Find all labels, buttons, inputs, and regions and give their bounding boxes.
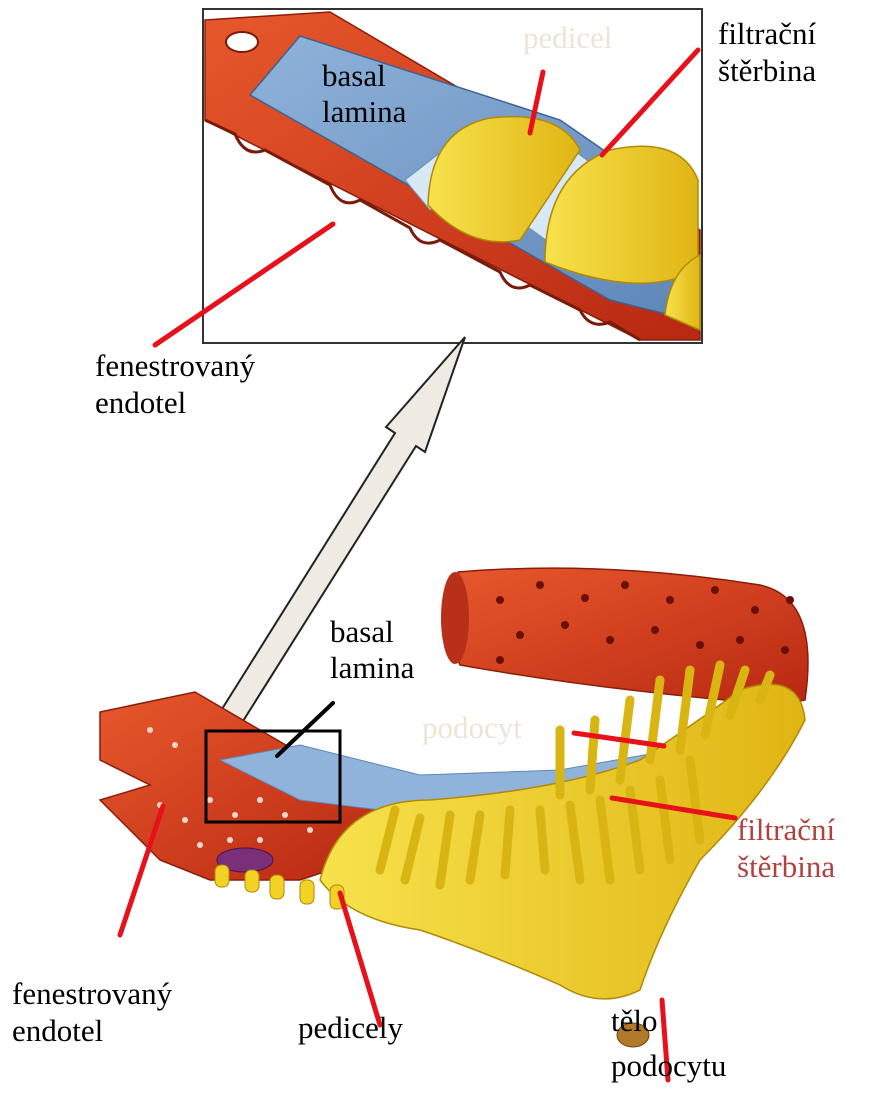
overview-podocytu-text: podocytu: [611, 1050, 726, 1081]
inset-endotel-text: endotel: [95, 387, 255, 418]
overview-capillary-podocyte: [100, 568, 808, 1080]
capillary-tube-upper: [449, 568, 808, 705]
overview-label-pedicels: pedicely: [298, 1012, 403, 1043]
overview-label-fenestrated-endothelium: fenestrovaný endotel: [12, 978, 172, 1046]
overview-filtracni-text: filtrační: [737, 814, 835, 845]
overview-label-filtration-slit: filtrační štěrbina: [737, 814, 835, 882]
overview-sterbina-text: štěrbina: [737, 851, 835, 882]
inset-label-pedicel: pedicel: [523, 22, 613, 53]
overview-endotel-text: endotel: [12, 1015, 172, 1046]
overview-label-podocyte-body: tělo podocytu: [611, 1005, 726, 1081]
inset-label-filtration-slit: filtrační štěrbina: [718, 18, 816, 86]
inset-fenestra-hole: [226, 32, 258, 52]
overview-basal-text: basal: [330, 616, 414, 647]
inset-filtracni-text: filtrační: [718, 18, 816, 49]
inset-label-basal-lamina: basal lamina: [322, 60, 406, 127]
overview-fenestrovany-text: fenestrovaný: [12, 978, 172, 1009]
overview-telo-text: tělo: [611, 1005, 726, 1036]
overview-label-podocyte: podocyt: [422, 712, 522, 743]
overview-label-basal-lamina: basal lamina: [330, 616, 414, 683]
overview-lamina-text: lamina: [330, 652, 414, 683]
inset-label-fenestrated-endothelium: fenestrovaný endotel: [95, 350, 255, 418]
inset-sterbina-text: štěrbina: [718, 55, 816, 86]
capillary-tube-opening: [441, 572, 469, 664]
inset-fenestrovany-text: fenestrovaný: [95, 350, 255, 381]
inset-basal-text: basal: [322, 60, 406, 91]
inset-magnified-view: [155, 9, 702, 345]
inset-lamina-text: lamina: [322, 96, 406, 127]
